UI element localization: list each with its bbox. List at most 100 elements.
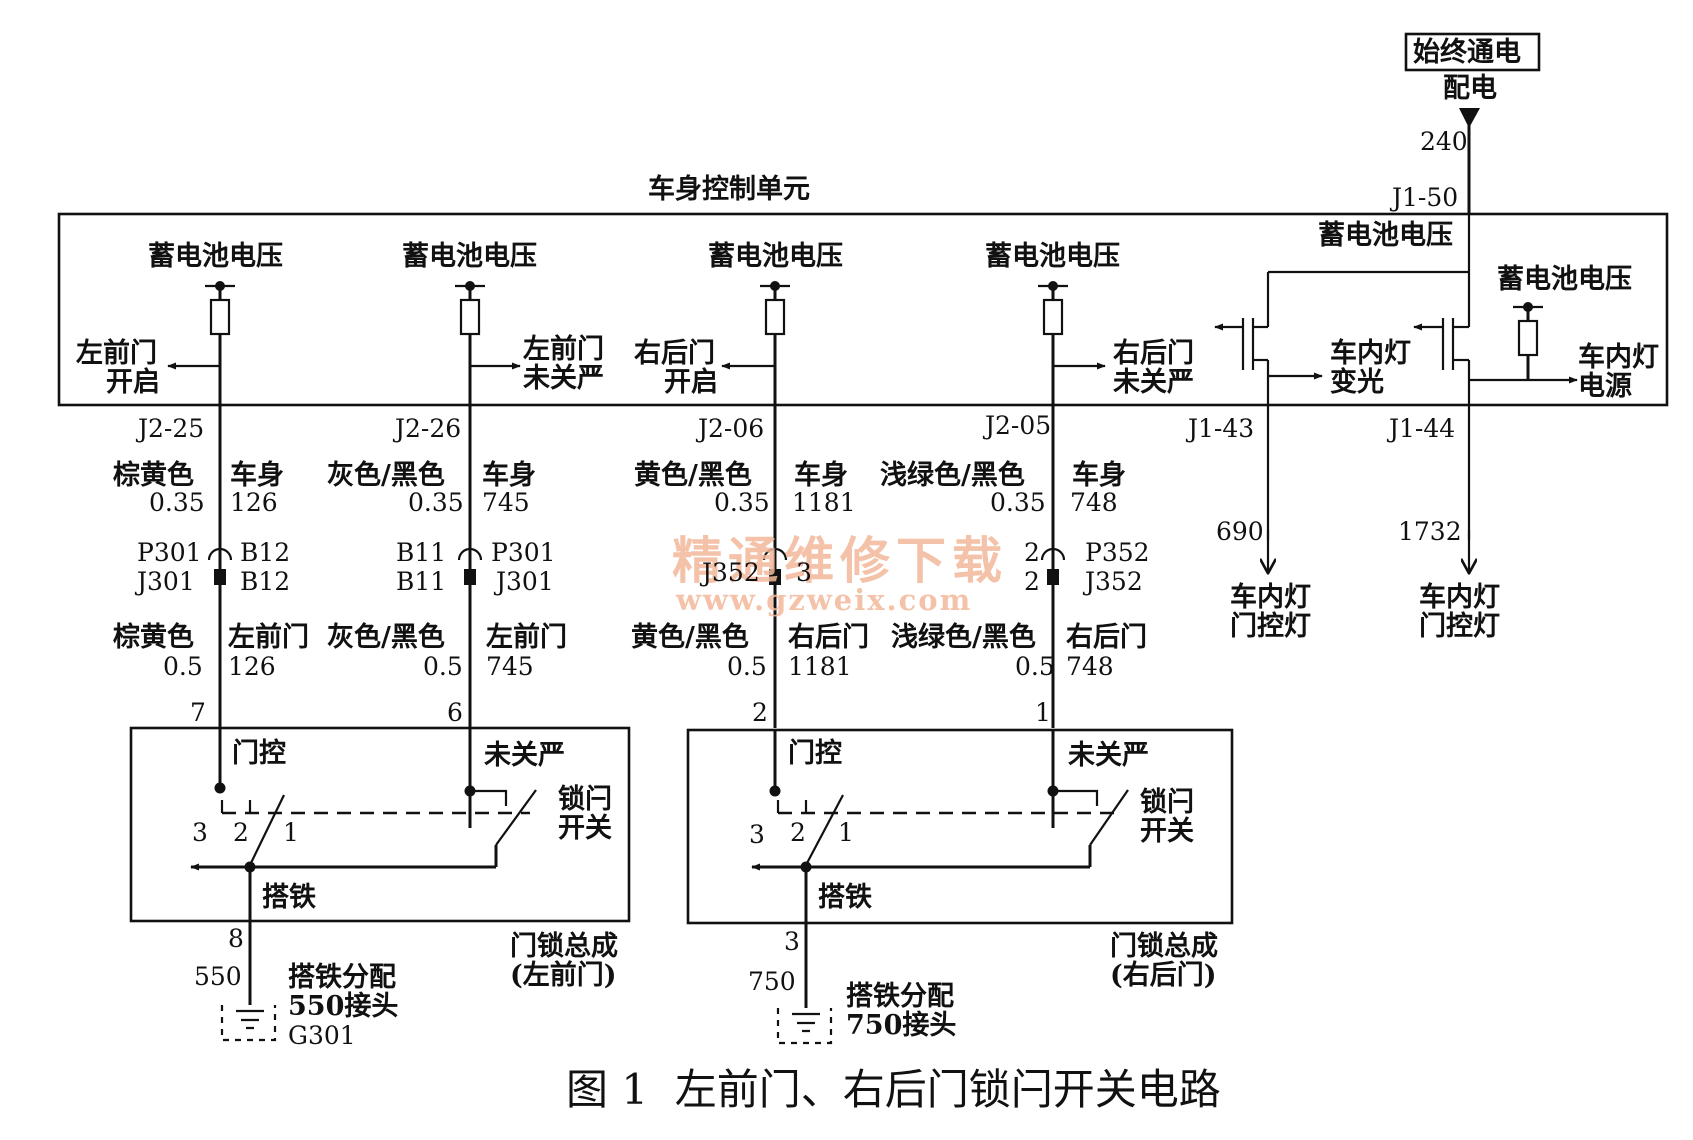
splice-label-1: 搭铁分配: [288, 962, 396, 993]
power-feed-arrow: [1459, 108, 1480, 128]
door-pin: 7: [190, 698, 206, 727]
ground-label: 搭铁: [262, 882, 316, 913]
battery-voltage-label: 蓄电池电压: [402, 241, 537, 272]
output-lf-open-2: 开启: [106, 367, 160, 398]
splice-label-1: 搭铁分配: [846, 981, 954, 1012]
output-lf-ajar-1: 左前门: [523, 333, 604, 365]
splice-label-2: 550接头: [288, 991, 398, 1022]
wire-color-bot: 棕黄色: [113, 621, 194, 653]
output-power-2: 电源: [1578, 371, 1632, 402]
watermark-url: www.gzweix.com: [675, 583, 972, 617]
power-sub-label: 配电: [1443, 73, 1497, 104]
assembly-label-1: 门锁总成: [510, 930, 618, 962]
switch-pin-1: 1: [283, 818, 299, 847]
connector-left-bot: 2: [1024, 567, 1040, 596]
lamp-label-2a: 车内灯: [1419, 581, 1500, 613]
output-lf-open-1: 左前门: [76, 337, 157, 369]
power-wire-number: 240: [1420, 127, 1468, 156]
door-switch-label: 门控: [232, 738, 286, 769]
switch-pin-2: 2: [790, 818, 806, 847]
connector-j352-3: [762, 547, 788, 585]
figure-caption: 图 1 左前门、右后门锁闩开关电路: [566, 1065, 1221, 1114]
ground-label: 搭铁: [818, 882, 872, 913]
harness-bot: 左前门: [486, 621, 567, 653]
transistor-power: [1413, 214, 1578, 540]
output-power-1: 车内灯: [1578, 341, 1659, 373]
wire-gauge-top: 0.35: [990, 488, 1046, 517]
output-lf-ajar-2: 未关严: [523, 363, 604, 394]
ground-symbol-750: [776, 1008, 833, 1045]
connector-right-bot: J301: [493, 567, 554, 596]
connector-right-bot: B12: [240, 567, 290, 596]
switch-pin-3: 3: [749, 820, 765, 849]
circuit-bot: 1181: [788, 652, 852, 681]
lamp-wire-1: 690: [1216, 517, 1264, 546]
harness-top: 车身: [794, 459, 848, 491]
output-rr-ajar-2: 未关严: [1113, 367, 1194, 398]
circuit-top: 748: [1070, 488, 1118, 517]
connector-right-bot: J352: [1082, 567, 1143, 596]
connector-right-bot: 3: [796, 558, 812, 587]
ground-symbol-g301: [220, 1005, 277, 1042]
battery-source-1: [205, 281, 235, 336]
connector-p352-j352: [1040, 547, 1066, 585]
door-lock-box-right-rear: [686, 728, 1234, 925]
watermark-title: 精通维修下载: [672, 531, 1008, 590]
power-box-label: 始终通电: [1413, 36, 1521, 68]
door-switch-right-rear: [751, 730, 1129, 1008]
circuit-bot: 745: [486, 652, 534, 681]
battery-voltage-label: 蓄电池电压: [148, 241, 283, 272]
switch-pin-2: 2: [233, 818, 249, 847]
connector-left-bot: J301: [134, 567, 195, 596]
battery-source-5: [1513, 302, 1543, 380]
pin-label: J2-06: [695, 414, 764, 443]
wire-gauge-top: 0.35: [714, 488, 770, 517]
splice-label-2: 750接头: [846, 1010, 956, 1041]
connector-left-top: 2: [1024, 538, 1040, 567]
circuit-top: 126: [230, 488, 278, 517]
battery-source-2: [455, 281, 485, 336]
latch-label-2: 开关: [558, 813, 612, 844]
connector-left-bot: J352: [699, 558, 760, 587]
pin-label: J2-05: [982, 411, 1051, 440]
harness-bot: 左前门: [228, 621, 309, 653]
latch-label-2: 开关: [1140, 816, 1194, 847]
power-pin: J1-50: [1389, 183, 1458, 212]
battery-source-3: [760, 281, 790, 336]
connector-left-top: P301: [137, 538, 202, 567]
lamp-label-1b: 门控灯: [1230, 611, 1311, 642]
wire-color-bot: 灰色/黑色: [327, 621, 445, 653]
switch-pin-1: 1: [838, 818, 854, 847]
door-switch-label: 门控: [788, 738, 842, 769]
wire-color-bot: 黄色/黑色: [631, 621, 749, 653]
door-pin: 2: [752, 698, 768, 727]
connector-right-top: B12: [240, 538, 290, 567]
wire-color-top: 灰色/黑色: [327, 459, 445, 491]
connector-p301-b12: [207, 547, 233, 585]
harness-bot: 右后门: [788, 622, 869, 653]
harness-top: 车身: [1072, 459, 1126, 491]
battery-voltage-label: 蓄电池电压: [1318, 220, 1453, 251]
door-pin: 1: [1035, 698, 1051, 727]
wire-gauge-bot: 0.5: [423, 652, 463, 681]
output-dim-2: 变光: [1330, 366, 1384, 398]
battery-voltage-label: 蓄电池电压: [985, 241, 1120, 272]
lamp-pin-1: J1-43: [1185, 414, 1254, 443]
ajar-label: 未关严: [1068, 740, 1149, 771]
connector-right-top: P301: [491, 538, 556, 567]
harness-top: 车身: [482, 459, 536, 491]
output-rr-open-2: 开启: [664, 367, 718, 398]
ground-pin: 3: [784, 927, 800, 956]
always-on-label-box: [1404, 32, 1541, 72]
wire-color-top: 浅绿色/黑色: [880, 459, 1025, 491]
lamp-label-2b: 门控灯: [1419, 611, 1500, 642]
latch-label-1: 锁闩: [558, 783, 612, 815]
battery-voltage-label: 蓄电池电压: [708, 241, 843, 272]
output-rr-open-1: 右后门: [634, 338, 715, 369]
connector-left-top: B11: [396, 538, 446, 567]
output-rr-ajar-1: 右后门: [1113, 338, 1194, 369]
wire-color-bot: 浅绿色/黑色: [891, 621, 1036, 653]
wire-gauge-top: 0.35: [149, 488, 205, 517]
circuit-top: 745: [482, 488, 530, 517]
